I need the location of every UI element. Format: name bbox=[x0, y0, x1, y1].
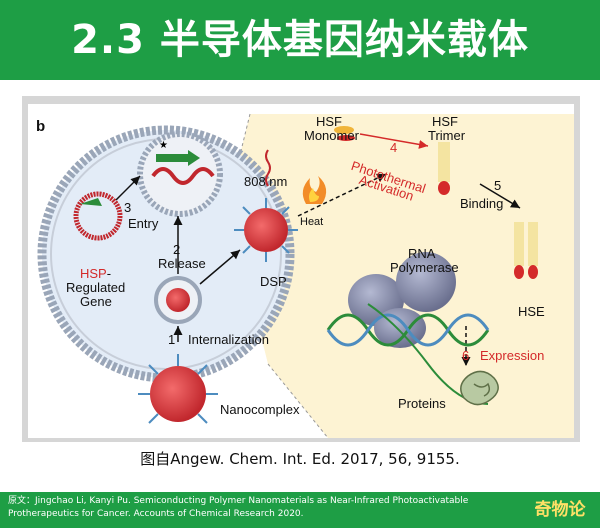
label-polymerase: Polymerase bbox=[390, 260, 459, 275]
label-nanocomplex: Nanocomplex bbox=[220, 402, 300, 417]
figure-illustration: ★ bbox=[28, 104, 574, 438]
heat-icon bbox=[302, 176, 327, 204]
label-step6: 6 bbox=[462, 348, 470, 363]
label-step4: 4 bbox=[390, 140, 398, 155]
label-hse: HSE bbox=[518, 304, 545, 319]
label-step2: 2 bbox=[173, 242, 181, 257]
hsf-trimer bbox=[438, 142, 450, 195]
hse-complex bbox=[514, 222, 538, 279]
nanocomplex-particle bbox=[150, 366, 206, 422]
label-proteins: Proteins bbox=[398, 396, 446, 411]
label-gene: Gene bbox=[80, 294, 112, 309]
label-hsf-monomer-line2: Monomer bbox=[304, 128, 359, 143]
label-hsf-trimer-line2: Trimer bbox=[428, 128, 466, 143]
label-dsp: DSP bbox=[260, 274, 287, 289]
label-wavelength: 808 nm bbox=[244, 174, 288, 189]
label-binding: Binding bbox=[460, 196, 504, 211]
page-title: 2.3 半导体基因纳米载体 bbox=[71, 17, 529, 63]
label-step3: 3 bbox=[124, 200, 132, 215]
label-hsp-text: HSP bbox=[80, 266, 107, 281]
label-hsp-dash: - bbox=[106, 266, 112, 281]
svg-text:★: ★ bbox=[159, 140, 168, 151]
footer-citation: 原文：Jingchao Li, Kanyi Pu. Semiconducting… bbox=[8, 495, 508, 521]
footer-bar bbox=[0, 492, 600, 528]
label-hsf-monomer-line1: HSF bbox=[316, 114, 342, 129]
label-internalization: Internalization bbox=[188, 332, 269, 347]
label-hsp: HSP- bbox=[80, 266, 111, 281]
footer-citation-line1: 原文：Jingchao Li, Kanyi Pu. Semiconducting… bbox=[8, 496, 469, 506]
title-bar bbox=[0, 0, 600, 80]
label-release: Release bbox=[158, 256, 206, 271]
label-step5: 5 bbox=[494, 178, 502, 193]
figure-caption: 图自Angew. Chem. Int. Ed. 2017, 56, 9155. bbox=[140, 450, 460, 468]
plasmid bbox=[73, 191, 123, 241]
label-regulated: Regulated bbox=[66, 280, 126, 295]
brand-logo: 奇物论 bbox=[534, 500, 586, 520]
protein-structure bbox=[460, 370, 499, 406]
dsp-particle bbox=[244, 208, 288, 252]
footer-citation-line2: Protherapeutics for Cancer. Accounts of … bbox=[8, 509, 304, 519]
label-hsf-trimer-line1: HSF bbox=[432, 114, 458, 129]
label-entry: Entry bbox=[128, 216, 159, 231]
label-rna: RNA bbox=[408, 246, 436, 261]
figure-svg: ★ bbox=[37, 113, 574, 438]
label-heat: Heat bbox=[300, 216, 324, 228]
label-step1: 1 bbox=[168, 332, 176, 347]
label-expression: Expression bbox=[480, 348, 545, 363]
panel-letter: b bbox=[36, 118, 46, 135]
